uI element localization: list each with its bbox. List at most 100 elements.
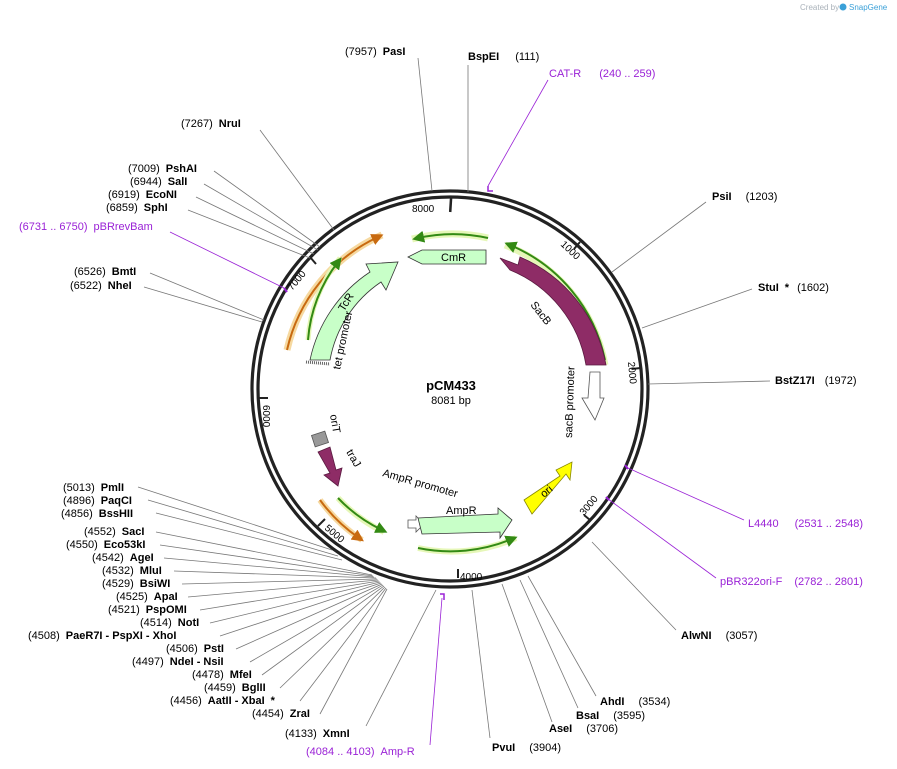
leader-ahdi xyxy=(527,575,597,697)
site-nhei: (6522)NheI xyxy=(70,280,132,292)
site-bstz17i: BstZ17I(1972) xyxy=(775,375,857,387)
site-asei: AseI(3706) xyxy=(549,723,618,735)
sacb-promoter-feature xyxy=(581,371,605,421)
site-apai: (4525)ApaI xyxy=(116,591,178,603)
site-agei: (4542)AgeI xyxy=(92,552,154,564)
leader-amp-r xyxy=(429,597,443,746)
site-stui: StuI*(1602) xyxy=(758,282,829,294)
tet-promoter-feature xyxy=(305,360,331,366)
leader-l4440 xyxy=(627,467,745,521)
leader-paer7i xyxy=(219,582,382,637)
site-bsai: BsaI(3595) xyxy=(576,710,645,722)
site-pspomi: (4521)PspOMI xyxy=(108,604,187,616)
tick-5000 xyxy=(317,518,326,527)
tick-3000 xyxy=(583,514,591,521)
leader-sphi xyxy=(187,209,311,259)
origin-tick xyxy=(448,195,453,213)
site-noti: (4514)NotI xyxy=(140,617,199,629)
leader-paqci xyxy=(147,499,339,557)
primer-pbrrevbam: (6731 .. 6750)pBRrevBam xyxy=(19,221,153,233)
leader-pvui xyxy=(471,589,491,739)
sacb-feature xyxy=(499,256,607,366)
traj-outer-direction-arrow xyxy=(319,499,364,542)
orit-feature xyxy=(310,430,330,448)
primer-labels: CAT-R(240 .. 259) (6731 .. 6750)pBRrevBa… xyxy=(19,68,863,758)
site-bglii: (4459)BglII xyxy=(204,682,266,694)
site-paqci: (4896)PaqCI xyxy=(63,495,132,507)
snapgene-logo-icon xyxy=(839,3,847,11)
leader-psii xyxy=(611,201,707,273)
leader-drui xyxy=(259,129,335,231)
ampr-feature xyxy=(417,507,513,540)
tick-2000 xyxy=(631,367,641,370)
site-mfei: (4478)MfeI xyxy=(192,669,252,681)
ampr-direction-arrow xyxy=(417,535,518,553)
site-psii: PsiI(1203) xyxy=(712,191,777,203)
orit-label: oriT xyxy=(327,413,342,434)
map-center: pCM433 8081 bp xyxy=(426,378,476,407)
leader-bsiwi xyxy=(181,578,378,585)
leader-econi xyxy=(195,196,315,255)
leader-saci xyxy=(155,531,373,576)
ampr-promoter-label: AmpR promoter xyxy=(381,467,459,500)
ori-feature xyxy=(523,461,573,515)
tcr-direction-arrow xyxy=(286,234,384,351)
tick-7000 xyxy=(309,256,317,265)
snapgene-credit: Created by SnapGene xyxy=(800,3,888,12)
credit-prefix: Created by xyxy=(800,3,839,12)
leader-mfei xyxy=(261,585,385,676)
site-xmni: (4133)XmnI xyxy=(285,728,350,740)
site-saci: (4552)SacI xyxy=(84,526,144,538)
tick-label-2000: 2000 xyxy=(625,361,638,385)
cmr-label: CmR xyxy=(441,252,466,264)
tick-label-6000: 6000 xyxy=(260,405,271,428)
leader-stui xyxy=(641,288,753,329)
site-pvui: PvuI(3904) xyxy=(492,742,561,754)
site-psti: (4506)PstI xyxy=(166,643,224,655)
leader-asei xyxy=(501,583,553,723)
leader-bsshii xyxy=(155,512,343,561)
primer-mark-pbrrevbam xyxy=(283,287,288,293)
ampr-label: AmpR xyxy=(446,505,477,517)
primer-cat-r: CAT-R(240 .. 259) xyxy=(549,68,655,80)
site-aatii: (4456)AatII - XbaI* xyxy=(170,695,276,707)
site-alwni: AlwNI(3057) xyxy=(681,630,757,642)
tcr-feature xyxy=(309,261,399,361)
site-pasi: (7957)PasI xyxy=(345,46,405,58)
primer-mark-cat-r xyxy=(487,186,493,192)
leader-alwni xyxy=(591,541,677,631)
leader-ndei xyxy=(249,584,384,663)
leader-bmti xyxy=(149,272,265,321)
plasmid-length: 8081 bp xyxy=(431,395,471,407)
site-zrai: (4454)ZraI xyxy=(252,708,310,720)
tick-label-8000: 8000 xyxy=(412,204,435,215)
traj-feature xyxy=(317,446,343,487)
sacb-label: SacB xyxy=(528,299,554,327)
credit-brand: SnapGene xyxy=(849,3,888,12)
cmr-direction-arrow xyxy=(412,230,489,243)
site-sali: (6944)SalI xyxy=(130,176,187,188)
site-pshai: (7009)PshAI xyxy=(128,163,197,175)
leader-apai xyxy=(187,579,379,598)
sacb-promoter-label: sacB promoter xyxy=(563,366,578,438)
traj-label: traJ xyxy=(343,448,363,470)
leader-bglii xyxy=(279,586,386,689)
leader-lines xyxy=(137,57,771,739)
site-econi: (6919)EcoNI xyxy=(108,189,177,201)
site-pmli: (5013)PmlI xyxy=(63,482,124,494)
primer-binding-marks xyxy=(283,186,629,600)
site-bsiwi: (4529)BsiWI xyxy=(102,578,170,590)
tick-1000 xyxy=(573,241,581,250)
leader-pbr322ori-f xyxy=(607,498,717,579)
leader-psti xyxy=(235,583,383,650)
site-ndei: (4497)NdeI - NsiI xyxy=(132,656,224,668)
leader-aatii xyxy=(299,587,387,702)
leader-pmli xyxy=(137,486,333,551)
primer-l4440: L4440(2531 .. 2548) xyxy=(748,518,863,530)
primer-mark-l4440 xyxy=(624,464,629,470)
backbone-outer-strand xyxy=(250,189,650,589)
leader-mlui xyxy=(173,570,377,579)
site-labels: (7957)PasI BspEI(111) (7267)NruI (7009)P… xyxy=(28,46,857,754)
site-paer7i: (4508)PaeR7I - PspXI - XhoI xyxy=(28,630,176,642)
